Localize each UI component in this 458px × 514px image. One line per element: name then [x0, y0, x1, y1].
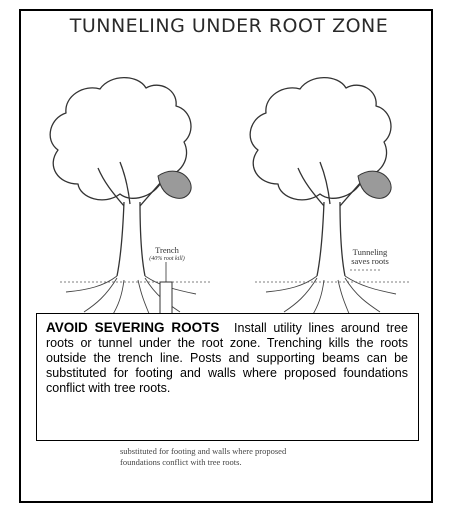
bottom-caption-line1: substituted for footing and walls where … [120, 446, 360, 457]
trench-label: Trench (40% root kill) [140, 246, 194, 264]
bottom-caption: substituted for footing and walls where … [120, 446, 360, 468]
trench-cut [160, 282, 172, 314]
trench-label-text: Trench [155, 245, 179, 255]
bottom-caption-line2: foundations conflict with tree roots. [120, 457, 360, 468]
trench-note: (40% root kill) [140, 255, 194, 264]
callout-heading: AVOID SEVERING ROOTS [46, 320, 219, 335]
callout-box: AVOID SEVERING ROOTS Install utility lin… [36, 313, 419, 441]
left-shaded-branch [158, 171, 191, 198]
left-tree-trunk [117, 202, 145, 276]
right-shaded-branch [358, 171, 391, 198]
tunneling-note: saves roots [340, 257, 400, 266]
tunneling-label: Tunneling saves roots [340, 248, 400, 266]
